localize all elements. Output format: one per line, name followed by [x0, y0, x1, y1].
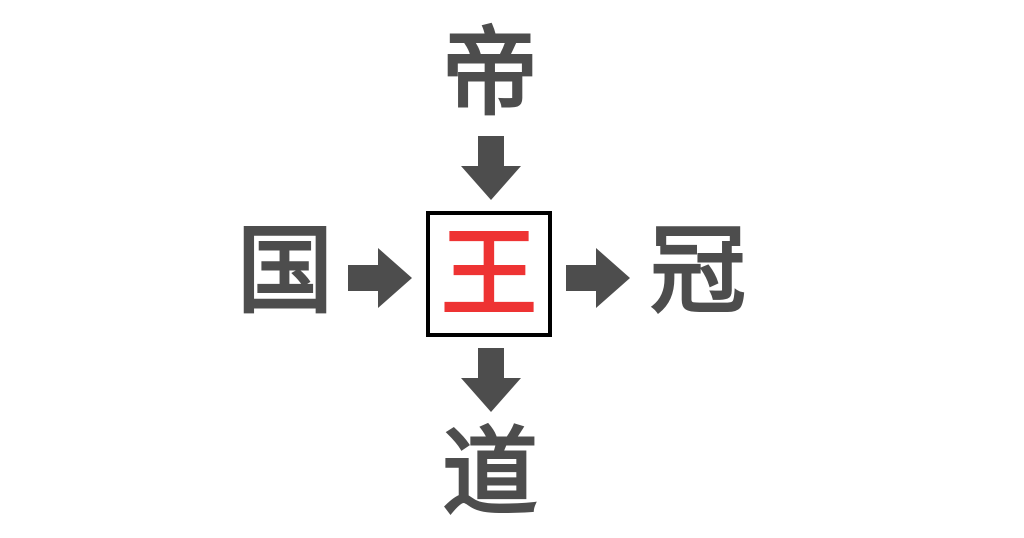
arrow-right-icon — [566, 248, 630, 308]
arrow-down-icon — [461, 348, 521, 412]
right-kanji: 冠 — [650, 215, 746, 327]
top-kanji: 帝 — [442, 17, 538, 129]
bottom-kanji: 道 — [442, 417, 538, 529]
answer-kanji: 王 — [441, 218, 537, 330]
arrow-right-icon — [348, 248, 412, 308]
answer-box: 王 — [426, 211, 552, 337]
left-kanji: 国 — [237, 215, 333, 327]
arrow-down-icon — [461, 136, 521, 200]
